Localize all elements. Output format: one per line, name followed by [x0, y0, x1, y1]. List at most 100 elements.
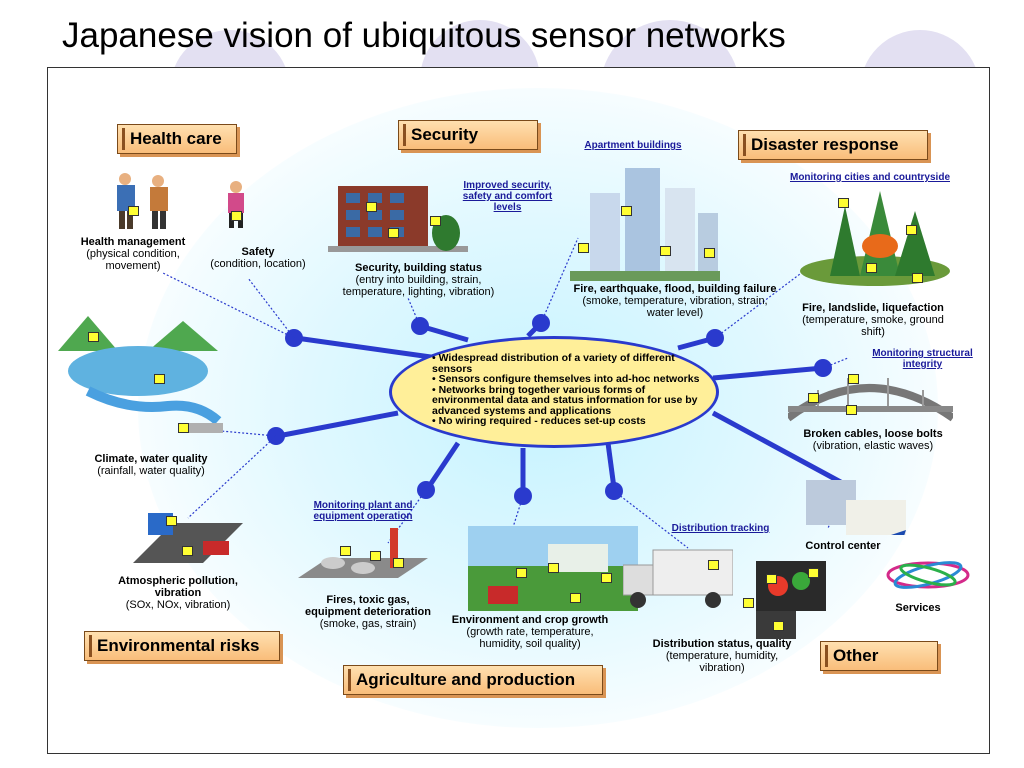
sensor-marker: [621, 206, 632, 216]
sensor-marker: [182, 546, 193, 556]
label-title: Security, building status: [355, 262, 482, 274]
category-security: Security: [398, 120, 538, 150]
sensor-marker: [578, 243, 589, 253]
label-desc: (vibration, elastic waves): [812, 440, 934, 452]
slide-title: Japanese vision of ubiquitous sensor net…: [62, 16, 786, 55]
category-disaster-response: Disaster response: [738, 130, 928, 160]
sensor-marker: [808, 568, 819, 578]
sensor-marker: [743, 598, 754, 608]
label-title: Broken cables, loose bolts: [803, 428, 943, 440]
sensor-marker: [912, 273, 923, 283]
sensor-marker: [128, 206, 139, 216]
sensor-marker: [340, 546, 351, 556]
label-fire-earthquake: Fire, earthquake, flood, building failur…: [570, 283, 780, 319]
center-bullet: No wiring required - reduces set-up cost…: [432, 416, 702, 427]
plant-illustration: [298, 528, 428, 578]
spoke-line: [712, 365, 824, 381]
label-title: Safety: [241, 246, 275, 258]
sensor-marker: [866, 263, 877, 273]
link-improved-security[interactable]: Improved security, safety and comfort le…: [462, 180, 553, 213]
label-crop-growth: Environment and crop growth (growth rate…: [446, 614, 614, 650]
label-title: Distribution status, quality: [652, 638, 792, 650]
label-desc: (entry into building, strain, temperatur…: [342, 274, 495, 298]
connector-line: [540, 237, 579, 324]
label-atmospheric: Atmospheric pollution, vibration (SOx, N…: [103, 575, 253, 611]
label-services: Services: [878, 602, 958, 614]
spoke-line: [605, 442, 617, 489]
sensor-marker: [906, 225, 917, 235]
apartment-buildings-illustration: [570, 168, 720, 281]
sensor-marker: [178, 423, 189, 433]
sensor-marker: [570, 593, 581, 603]
label-title: Control center: [805, 540, 881, 552]
connector-line: [387, 489, 427, 544]
label-title: Environment and crop growth: [451, 614, 609, 626]
truck-illustration: [623, 549, 733, 608]
category-environmental-risks: Environmental risks: [84, 631, 280, 661]
sensor-marker: [708, 560, 719, 570]
label-title: Atmospheric pollution, vibration: [118, 575, 238, 599]
sensor-marker: [88, 332, 99, 342]
spoke-line: [425, 441, 461, 490]
sensor-marker: [660, 246, 671, 256]
road-vehicles-illustration: [133, 513, 243, 563]
connector-line: [714, 267, 809, 339]
connector-line: [407, 297, 421, 327]
label-distribution-status: Distribution status, quality (temperatur…: [642, 638, 802, 674]
label-desc: (rainfall, water quality): [97, 465, 205, 477]
spoke-line: [711, 410, 850, 489]
sensor-marker: [704, 248, 715, 258]
sensor-marker: [838, 198, 849, 208]
sensor-marker: [846, 405, 857, 415]
connector-line: [162, 272, 295, 339]
connector-line: [822, 357, 849, 369]
label-climate: Climate, water quality (rainfall, water …: [76, 453, 226, 477]
hub-spokes: [162, 237, 850, 549]
label-control-center: Control center: [788, 540, 898, 552]
sensor-marker: [430, 216, 441, 226]
label-desc: (growth rate, temperature, humidity, soi…: [466, 626, 594, 650]
central-ellipse: Widespread distribution of a variety of …: [389, 336, 719, 448]
sensor-marker: [370, 551, 381, 561]
lake-illustration: [58, 316, 223, 433]
category-health-care: Health care: [117, 124, 237, 154]
label-security-status: Security, building status (entry into bu…: [331, 262, 506, 298]
connector-line: [187, 435, 277, 519]
center-bullet-list: Widespread distribution of a variety of …: [432, 353, 702, 427]
spoke-line: [295, 335, 439, 361]
label-desc: (temperature, humidity, vibration): [665, 650, 779, 674]
spoke-line: [277, 410, 399, 439]
control-center-illustration: [806, 480, 906, 535]
label-title: Fires, toxic gas, equipment deterioratio…: [305, 594, 431, 618]
sensor-marker: [848, 374, 859, 384]
sensor-marker: [516, 568, 527, 578]
elderly-people-illustration: [117, 173, 168, 229]
sensor-marker: [366, 202, 377, 212]
sensor-marker: [388, 228, 399, 238]
label-health-management: Health management (physical condition, m…: [68, 236, 198, 272]
category-other: Other: [820, 641, 938, 671]
building-illustration: [328, 186, 468, 252]
label-title: Fire, landslide, liquefaction: [802, 302, 944, 314]
link-monitoring-plant[interactable]: Monitoring plant and equipment operation: [313, 500, 413, 522]
link-apartment-buildings[interactable]: Apartment buildings: [584, 140, 682, 151]
link-distribution-tracking[interactable]: Distribution tracking: [671, 523, 770, 534]
sensor-marker: [231, 211, 242, 221]
child-illustration: [228, 181, 244, 228]
services-logo-icon: [886, 561, 970, 589]
sensor-marker: [808, 393, 819, 403]
label-desc: (SOx, NOx, vibration): [125, 599, 231, 611]
connector-line: [247, 277, 295, 339]
connector-line: [613, 490, 689, 549]
label-desc: (smoke, temperature, vibration, strain, …: [582, 295, 768, 319]
link-monitoring-structural[interactable]: Monitoring structural integrity: [872, 348, 973, 370]
sensor-marker: [766, 574, 777, 584]
category-agriculture: Agriculture and production: [343, 665, 603, 695]
label-desc: (physical condition, movement): [86, 248, 180, 272]
diagram-frame: Widespread distribution of a variety of …: [47, 67, 990, 754]
link-monitoring-cities[interactable]: Monitoring cities and countryside: [789, 172, 950, 183]
label-desc: (condition, location): [210, 258, 306, 270]
label-title: Fire, earthquake, flood, building failur…: [573, 283, 777, 295]
label-title: Services: [895, 602, 941, 614]
sensor-marker: [548, 563, 559, 573]
